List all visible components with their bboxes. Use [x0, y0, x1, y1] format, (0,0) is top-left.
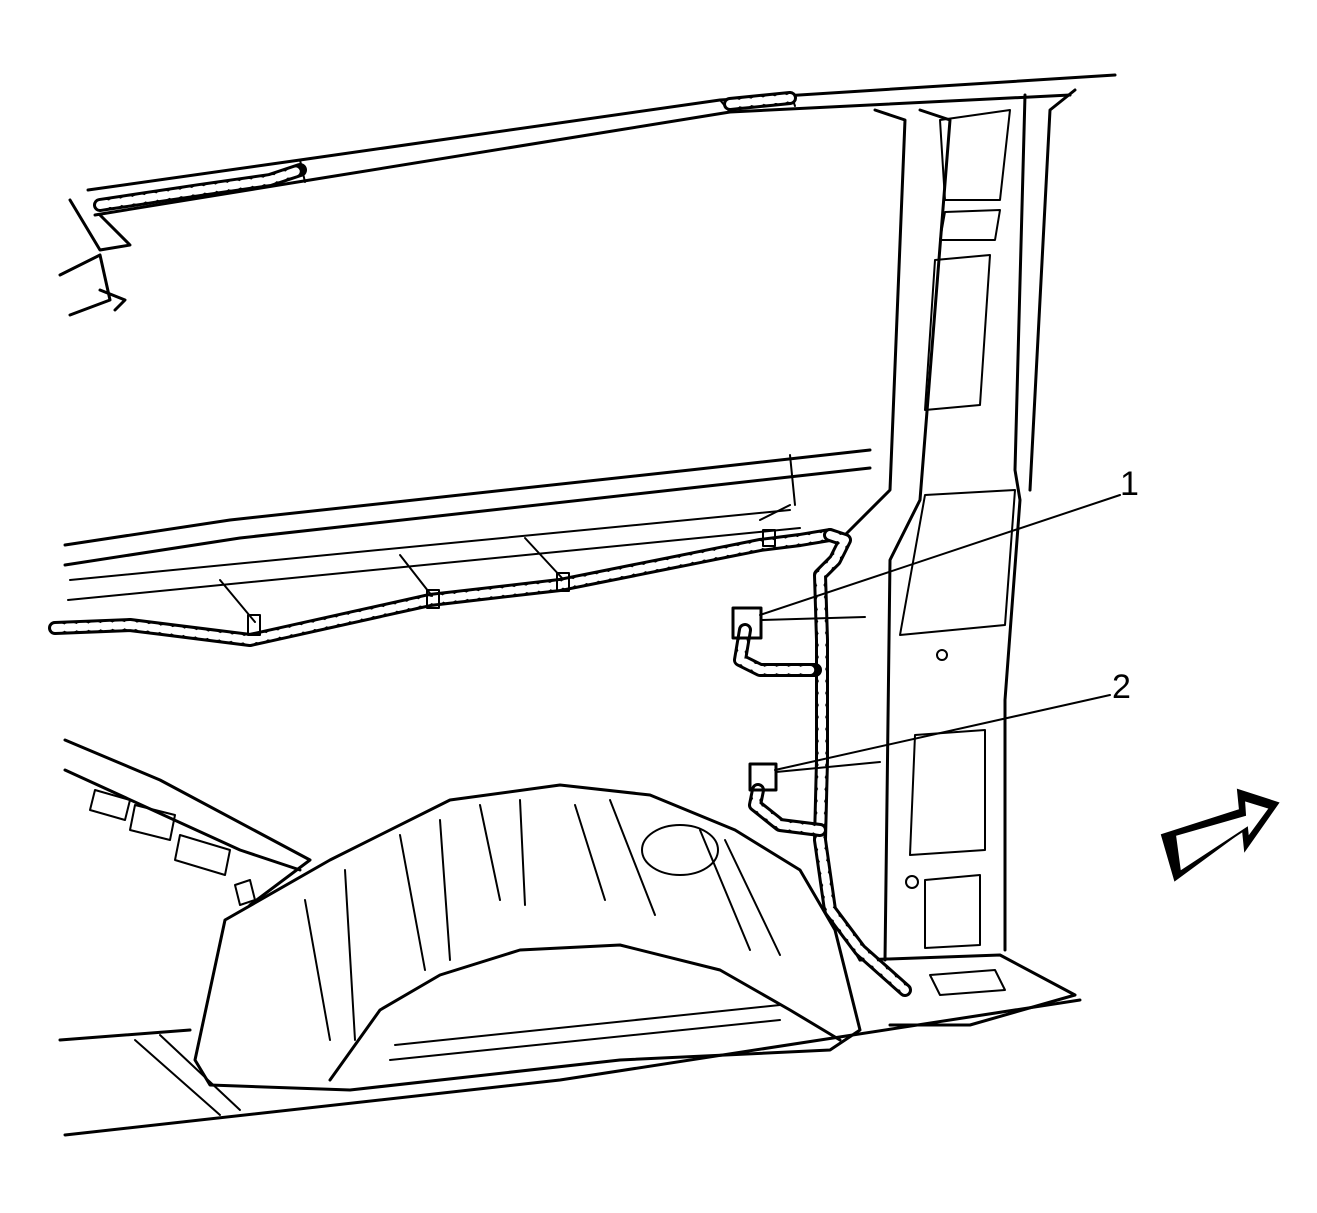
sill-harness — [48, 504, 837, 647]
window-sill — [63, 448, 872, 601]
callout-2-label: 2 — [1112, 668, 1131, 706]
direction-arrow-icon — [1160, 788, 1280, 882]
floor — [58, 998, 1082, 1137]
roof-rail — [86, 73, 1117, 217]
connector-2 — [748, 761, 881, 792]
roof-harness — [93, 91, 797, 212]
connector-1 — [731, 606, 866, 640]
callout-1-label: 1 — [1120, 465, 1139, 503]
callout-1-leader — [759, 494, 1121, 616]
wheelhouse — [193, 783, 862, 1092]
callout-2-leader — [774, 694, 1111, 771]
b-pillar — [818, 88, 1077, 1027]
pillar-harness — [733, 528, 912, 997]
quarter-inner-panel — [63, 738, 312, 907]
front-corner-bracket — [58, 198, 132, 317]
